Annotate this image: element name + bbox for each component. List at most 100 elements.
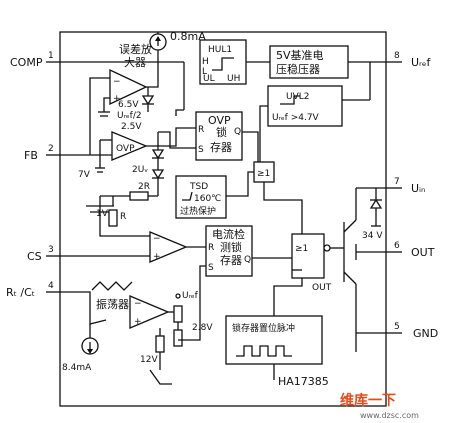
svg-text:+: +: [113, 94, 121, 104]
pulse-train-icon: [236, 345, 292, 357]
pin-cs-num: 3: [48, 245, 54, 255]
pin-fb-name: FB: [24, 149, 38, 162]
chip-outline: [59, 31, 387, 407]
hul-h: H: [202, 57, 209, 67]
pin-out: OUT 6: [386, 241, 435, 259]
v12-label: 12V: [140, 355, 158, 365]
wire-ovp-r: [146, 127, 196, 147]
pin-fb: FB 2: [24, 144, 60, 162]
zener-ea: [141, 87, 155, 112]
ovp-latch-r: R: [198, 125, 204, 135]
pin-rtct-name: Rₜ /Cₜ: [6, 286, 35, 299]
svg-text:−: −: [153, 234, 161, 244]
pin-uin-num: 7: [394, 177, 400, 187]
tsd-name: TSD: [189, 182, 208, 192]
pin-uref: Uᵣₑf 8: [386, 51, 431, 69]
switch-12v: 12V: [140, 352, 172, 385]
pin-gnd-num: 5: [394, 322, 400, 332]
sawtooth-icon: [91, 281, 133, 291]
wire-osc-switch: [89, 312, 107, 325]
tsd-block: TSD 160℃ 过热保护: [175, 175, 227, 219]
cs-latch-l2: 测锁: [220, 240, 242, 254]
wire-osc-latch: [178, 265, 206, 341]
ref-5v-block: 5V基准电 压稳压器: [269, 45, 349, 79]
hul-uh: UH: [227, 74, 240, 84]
ovp-latch-l3: 存器: [210, 140, 232, 154]
tsd-desc: 过热保护: [180, 205, 216, 217]
current-bottom-label: 8.4mA: [62, 363, 92, 373]
oscillator: 振荡器 − +: [91, 281, 170, 329]
or-gate-small: ≥1: [253, 161, 275, 183]
hul-l: L: [202, 67, 207, 77]
current-source-top: 0.8mA: [149, 30, 206, 62]
hul1-block: HUL1 H L UL UH: [199, 39, 247, 85]
r2-label: 2R: [138, 182, 150, 192]
chip-label: HA17385: [278, 375, 329, 388]
wire-1v-cs: [99, 228, 150, 237]
watermark-logo: 维库一下 www.dzsc.com: [340, 392, 419, 420]
ref5v-line1: 5V基准电: [276, 49, 324, 62]
pin-uref-name: Uᵣₑf: [411, 56, 431, 69]
v1-label: 1V: [96, 209, 109, 219]
ge1-small-label: ≥1: [257, 169, 270, 179]
zener-34v: 34 V: [362, 188, 383, 241]
wire-ea-minus: [89, 77, 110, 155]
hul-name: HUL1: [208, 45, 232, 55]
wire-ovp-s: [158, 131, 196, 149]
ref-2v8: Uᵣₑf 2.8V: [155, 291, 213, 353]
current-source-bottom: 8.4mA: [62, 324, 99, 373]
hul-ul: UL: [203, 74, 215, 84]
uref-small: Uᵣₑf: [182, 291, 199, 301]
pin-rtct-num: 4: [48, 281, 54, 291]
svg-text:+: +: [153, 252, 161, 262]
uvl2-block: UVL2 Uᵣₑf >4.7V: [267, 85, 343, 127]
watermark-cn: 维库一下: [340, 392, 396, 409]
wire-rtct: [60, 291, 91, 312]
uf-label: 2Uᵥ: [132, 165, 148, 175]
pin-rtct: Rₜ /Cₜ 4: [6, 281, 60, 299]
cs-latch: 电流检 R 测锁 S 存器 Q: [205, 225, 253, 277]
osc-label: 振荡器: [96, 297, 129, 311]
pin-cs-name: CS: [27, 250, 42, 263]
latch-reset-label: 锁存器置位脉冲: [232, 322, 295, 334]
ovp-latch-l1: OVP: [208, 114, 231, 127]
cs-latch-l1: 电流检: [212, 227, 245, 241]
zener-label: 34 V: [362, 231, 383, 241]
cs-latch-r: R: [208, 243, 214, 253]
ovp-latch-l2: 锁: [216, 125, 227, 139]
pin-gnd: GND 5: [386, 322, 438, 340]
uvl-cond: Uᵣₑf >4.7V: [272, 113, 320, 123]
error-amplifier: − + 误差放 大器: [109, 42, 152, 106]
latch-reset-block: 锁存器置位脉冲: [225, 315, 323, 365]
wire-ea-plus: [103, 97, 110, 112]
ref5v-line2: 压稳压器: [276, 62, 320, 76]
ovp-latch-s: S: [198, 145, 204, 155]
output-stage: [343, 187, 386, 352]
pin-gnd-name: GND: [413, 327, 438, 340]
resistor-2r: 2R: [100, 182, 158, 201]
ref-6v5: 6.5V Uᵣₑf/2: [98, 100, 142, 121]
wire-ovp-q: [242, 131, 259, 162]
ref-1v: 1V R: [86, 196, 126, 228]
v65-label: 6.5V: [118, 100, 139, 110]
v25-label: 2.5V: [121, 122, 142, 132]
pin-uref-num: 8: [394, 51, 400, 61]
uref2-label: Uᵣₑf/2: [117, 111, 142, 121]
error-amp-label-2: 大器: [124, 55, 146, 69]
pin-out-num: 6: [394, 241, 400, 251]
or-gate-main: ≥1: [291, 233, 331, 279]
wire-uvl-out: [259, 105, 268, 162]
tsd-temp: 160℃: [194, 194, 221, 204]
cs-comparator: − +: [149, 231, 188, 263]
pin-out-name: OUT: [411, 246, 435, 259]
pin-fb-num: 2: [48, 144, 54, 154]
wire-reset-up: [273, 278, 303, 316]
pin-comp: COMP 1: [10, 51, 60, 69]
watermark-url: www.dzsc.com: [360, 411, 419, 420]
pin-uin: Uᵢₙ 7: [386, 177, 425, 195]
cs-latch-s: S: [208, 263, 214, 273]
svg-text:−: −: [134, 299, 142, 309]
ovp-comparator: OVP 2.5V: [111, 122, 148, 161]
pin-comp-name: COMP: [10, 56, 43, 69]
